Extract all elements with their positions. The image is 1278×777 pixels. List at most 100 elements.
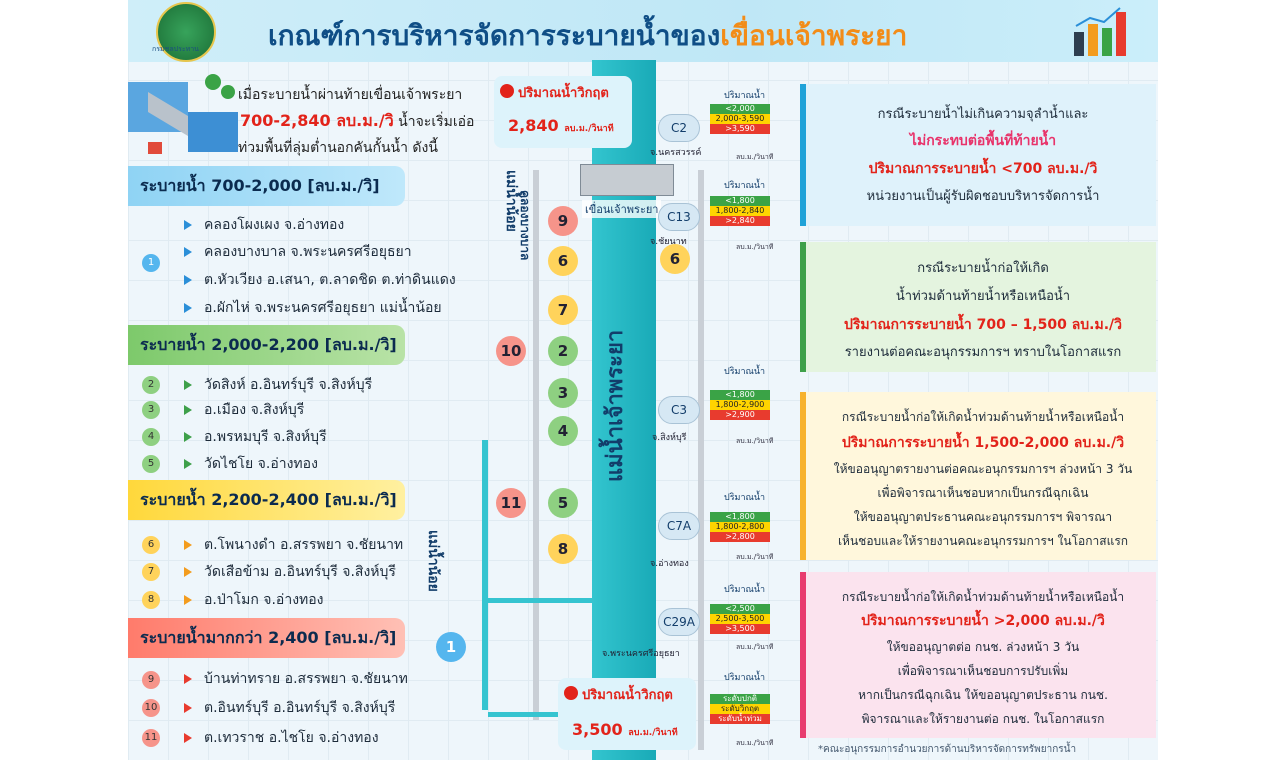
map-point-5: 5 bbox=[548, 488, 578, 518]
list-item: วัดสิงห์ อ.อินทร์บุรี จ.สิงห์บุรี bbox=[184, 374, 372, 396]
arrow-icon bbox=[184, 733, 192, 743]
critical-label: ปริมาณน้ำวิกฤต bbox=[518, 86, 609, 101]
list-item: คลองบางบาล จ.พระนครศรีอยุธยา bbox=[184, 241, 412, 263]
station-c13: C13 bbox=[658, 203, 700, 231]
canal-label-bangban: คลองบางบาล bbox=[518, 190, 532, 261]
map-point-4: 4 bbox=[548, 416, 578, 446]
station-c13-place: จ.ชัยนาท bbox=[650, 237, 687, 247]
arrow-icon bbox=[184, 220, 192, 230]
page-title: เกณฑ์การบริหารจัดการระบายน้ำของเขื่อนเจ้… bbox=[268, 14, 907, 58]
arrow-icon bbox=[184, 247, 192, 257]
arrow-icon bbox=[184, 303, 192, 313]
arrow-icon bbox=[184, 595, 192, 605]
arrow-icon bbox=[184, 275, 192, 285]
arrow-icon bbox=[184, 540, 192, 550]
canal-line bbox=[533, 170, 539, 720]
item-number: 4 bbox=[142, 428, 160, 446]
station-c2: C2 bbox=[658, 114, 700, 142]
critical-flow-top: ปริมาณน้ำวิกฤต 2,840 ลบ.ม./วินาที bbox=[494, 76, 632, 148]
level-head: ปริมาณน้ำ bbox=[724, 493, 766, 503]
siren-icon bbox=[500, 84, 514, 98]
list-item: ต.อินทร์บุรี อ.อินทร์บุรี จ.สิงห์บุรี bbox=[184, 697, 395, 719]
arrow-icon bbox=[184, 459, 192, 469]
case-card-1: กรณีระบายน้ำไม่เกินความจุลำน้ำและ ไม่กระ… bbox=[800, 84, 1156, 226]
station-c29a: C29A bbox=[658, 608, 700, 636]
station-c2-place: จ.นครสวรรค์ bbox=[650, 148, 702, 158]
station-c3: C3 bbox=[658, 396, 700, 424]
item-number: 10 bbox=[142, 699, 160, 717]
item-number: 11 bbox=[142, 729, 160, 747]
item-number: 2 bbox=[142, 376, 160, 394]
item-number: 9 bbox=[142, 671, 160, 689]
canal-line bbox=[482, 440, 488, 710]
list-item: คลองโผงเผง จ.อ่างทอง bbox=[184, 214, 344, 236]
canal-label-noi: แม่น้ำน้อย bbox=[503, 170, 519, 232]
intro-text: เมื่อระบายน้ำผ่านท้ายเขื่อนเจ้าพระยา 700… bbox=[238, 82, 474, 161]
list-item: อ.เมือง จ.สิงห์บุรี bbox=[184, 399, 304, 421]
header-banner: กรมชลประทาน เกณฑ์การบริหารจัดการระบายน้ำ… bbox=[128, 0, 1158, 62]
level-unit: ลบ.ม./วินาที bbox=[736, 437, 774, 445]
critical-flow-bottom: ปริมาณน้ำวิกฤต 3,500 ลบ.ม./วินาที bbox=[558, 678, 696, 750]
level-unit: ลบ.ม./วินาที bbox=[736, 643, 774, 651]
arrow-icon bbox=[184, 567, 192, 577]
list-item: ต.โพนางดำ อ.สรรพยา จ.ชัยนาท bbox=[184, 534, 403, 556]
canal-line bbox=[488, 598, 594, 603]
station-c13-point-6: 6 bbox=[660, 244, 690, 274]
arrow-icon bbox=[184, 703, 192, 713]
river-label: แม่น้ำเจ้าพระยา bbox=[603, 329, 628, 483]
map-point-7: 7 bbox=[548, 295, 578, 325]
item-number: 6 bbox=[142, 536, 160, 554]
map-point-10: 10 bbox=[496, 336, 526, 366]
arrow-icon bbox=[184, 380, 192, 390]
band-700-2000: ระบายน้ำ 700-2,000 [ลบ.ม./วิ] bbox=[128, 166, 405, 206]
footnote: *คณะอนุกรรมการอำนวยการด้านบริหารจัดการทร… bbox=[818, 744, 1077, 755]
list-item: อ.ผักไห่ จ.พระนครศรีอยุธยา แม่น้ำน้อย bbox=[184, 297, 442, 319]
item-number: 5 bbox=[142, 455, 160, 473]
title-highlight: เขื่อนเจ้าพระยา bbox=[720, 19, 908, 52]
legend-head: ปริมาณน้ำ bbox=[724, 673, 766, 683]
level-head: ปริมาณน้ำ bbox=[724, 91, 766, 101]
canal-line bbox=[698, 170, 704, 750]
title-main: เกณฑ์การบริหารจัดการระบายน้ำของ bbox=[268, 19, 721, 52]
item-number: 3 bbox=[142, 401, 160, 419]
case-card-3: กรณีระบายน้ำก่อให้เกิดน้ำท่วมด้านท้ายน้ำ… bbox=[800, 392, 1156, 560]
map-point-1: 1 bbox=[436, 632, 466, 662]
canal-line bbox=[488, 712, 594, 717]
station-c7a-place: จ.อ่างทอง bbox=[650, 559, 689, 569]
arrow-icon bbox=[184, 405, 192, 415]
group1-number: 1 bbox=[142, 254, 160, 272]
legend: ระดับปกติระดับวิกฤตระดับน้ำท่วม bbox=[710, 694, 770, 724]
dam-label: เขื่อนเจ้าพระยา bbox=[582, 200, 662, 218]
infographic: กรมชลประทาน เกณฑ์การบริหารจัดการระบายน้ำ… bbox=[128, 0, 1158, 760]
level-unit: ลบ.ม./วินาที bbox=[736, 153, 774, 161]
legend-unit: ลบ.ม./วินาที bbox=[736, 739, 774, 747]
band-2200-2400: ระบายน้ำ 2,200-2,400 [ลบ.ม./วิ] bbox=[128, 480, 405, 520]
band-2000-2200: ระบายน้ำ 2,000-2,200 [ลบ.ม./วิ] bbox=[128, 325, 405, 365]
arrow-icon bbox=[184, 432, 192, 442]
critical-unit: ลบ.ม./วินาที bbox=[564, 124, 614, 134]
siren-icon bbox=[564, 686, 578, 700]
level-head: ปริมาณน้ำ bbox=[724, 367, 766, 377]
level-head: ปริมาณน้ำ bbox=[724, 585, 766, 595]
intro-line3: ท่วมพื้นที่ลุ่มต่ำนอกคันกั้นน้ำ ดังนี้ bbox=[238, 140, 438, 156]
map-point-6: 6 bbox=[548, 246, 578, 276]
case-card-2: กรณีระบายน้ำก่อให้เกิด น้ำท่วมด้านท้ายน้… bbox=[800, 242, 1156, 372]
map-point-3: 3 bbox=[548, 378, 578, 408]
map-point-2: 2 bbox=[548, 336, 578, 366]
map-point-8: 8 bbox=[548, 534, 578, 564]
station-c29a-place: จ.พระนครศรีอยุธยา bbox=[602, 649, 680, 659]
arrow-icon bbox=[184, 674, 192, 684]
critical-label: ปริมาณน้ำวิกฤต bbox=[582, 688, 673, 703]
level-unit: ลบ.ม./วินาที bbox=[736, 243, 774, 251]
list-item: วัดไชโย จ.อ่างทอง bbox=[184, 453, 318, 475]
intro-line2: น้ำจะเริ่มเอ่อ bbox=[393, 114, 475, 130]
map-point-11: 11 bbox=[496, 488, 526, 518]
map-point-9: 9 bbox=[548, 206, 578, 236]
list-item: อ.ป่าโมก จ.อ่างทอง bbox=[184, 589, 324, 611]
level-head: ปริมาณน้ำ bbox=[724, 181, 766, 191]
canal-label-noi-lower: แม่น้ำน้อย bbox=[425, 530, 441, 592]
